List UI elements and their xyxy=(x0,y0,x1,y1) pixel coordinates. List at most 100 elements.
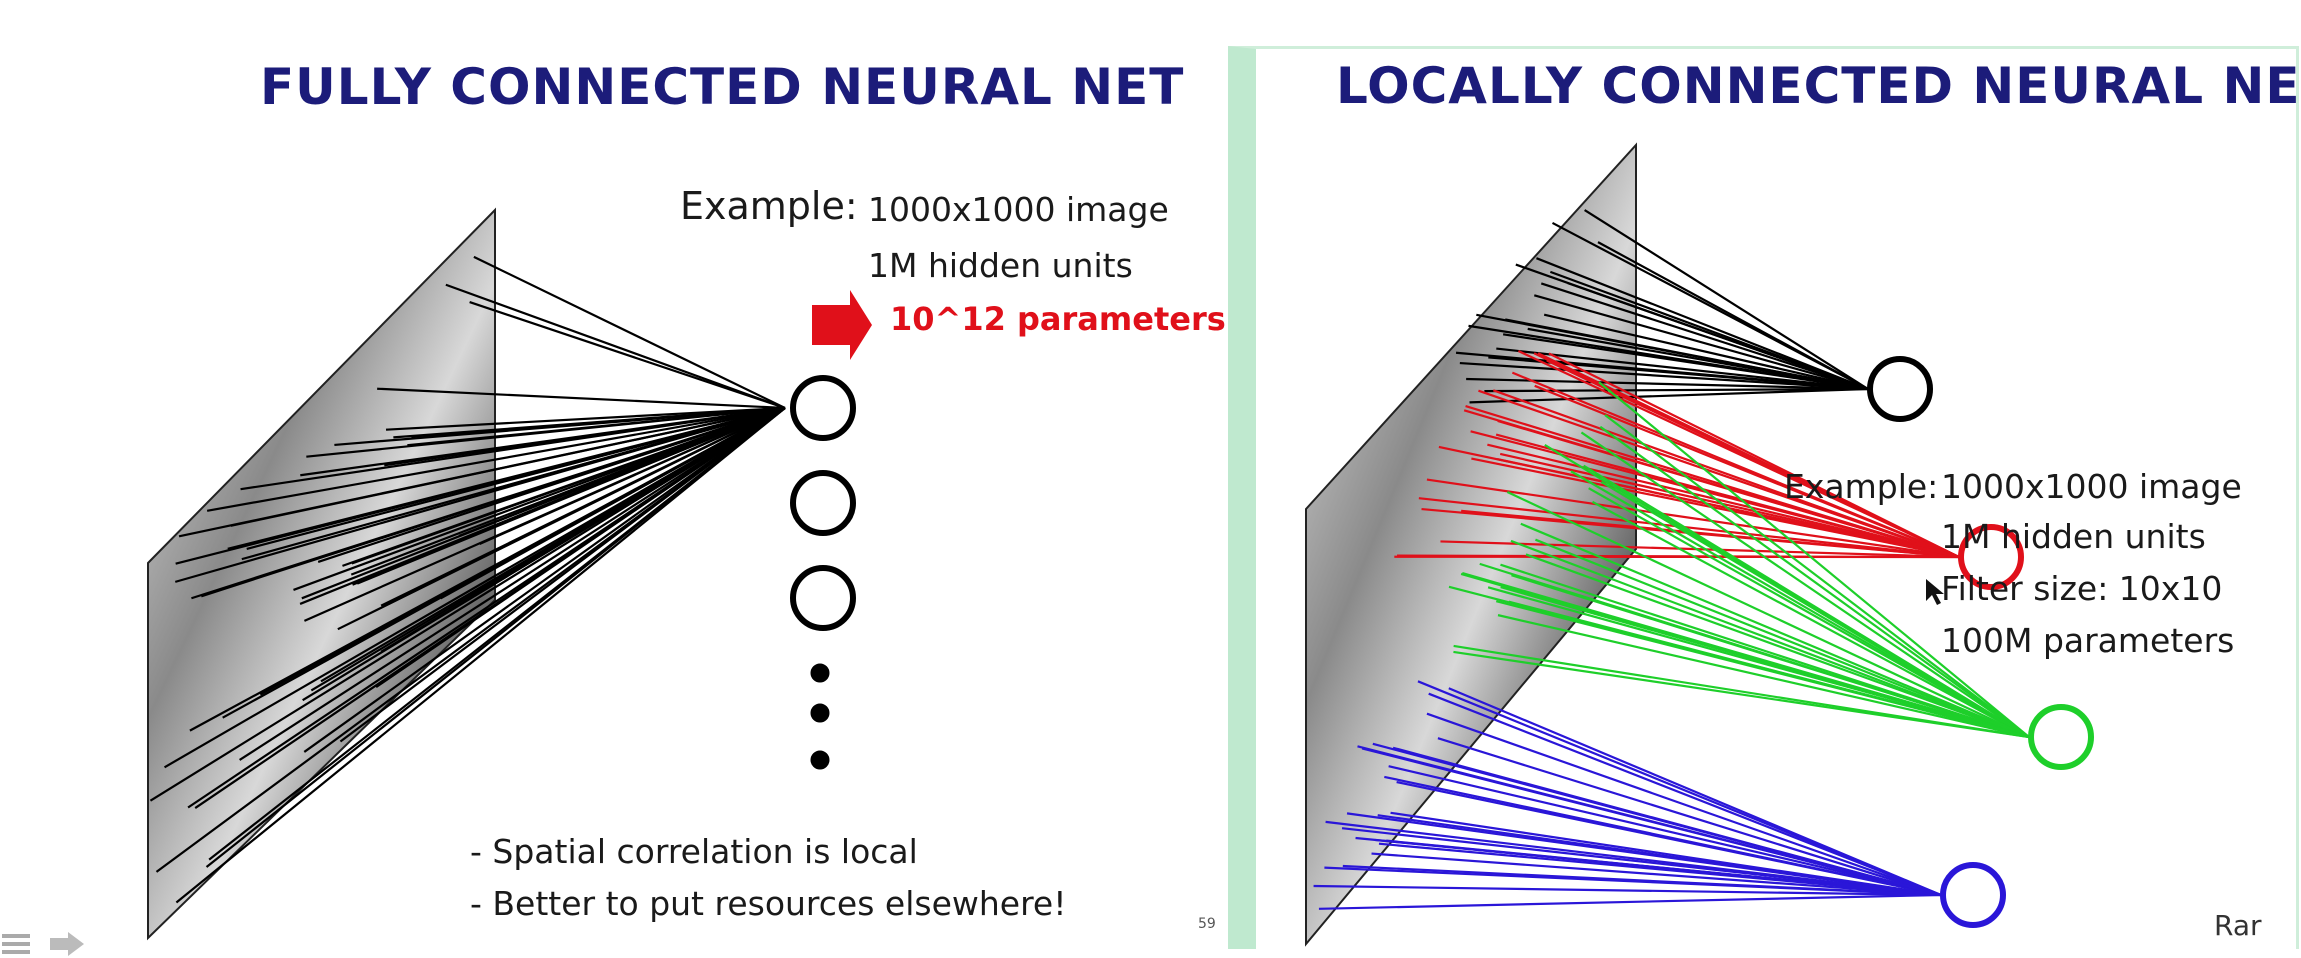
connection-line xyxy=(1580,431,2030,738)
connection-line xyxy=(1598,381,2030,738)
connection-line xyxy=(175,407,786,904)
connection-line xyxy=(241,406,786,561)
connection-line xyxy=(1390,811,1942,897)
connection-line xyxy=(1465,405,1960,559)
connection-line xyxy=(303,407,786,753)
connection-line xyxy=(1487,586,2030,739)
connection-line xyxy=(163,407,786,769)
ellipsis-dot xyxy=(810,663,830,683)
hidden-unit-circle xyxy=(1958,524,2024,590)
connection-line xyxy=(1418,497,1960,559)
connection-line xyxy=(1357,745,1942,897)
connection-line xyxy=(1584,209,1869,390)
connection-line xyxy=(1440,540,1960,559)
connection-line xyxy=(1342,864,1942,897)
ellipsis-dot xyxy=(810,750,830,770)
hidden-units xyxy=(1867,356,2094,928)
connection-line xyxy=(1371,852,1942,897)
connection-line xyxy=(1497,614,2030,739)
example-line-filter: Filter size: 10x10 xyxy=(1941,569,2223,608)
fully-connected-diagram xyxy=(147,207,872,941)
connection-line xyxy=(306,406,786,458)
connection-line xyxy=(1525,553,2030,739)
connection-line xyxy=(1318,893,1942,910)
input-image-plane xyxy=(1305,142,1637,947)
connection-line xyxy=(473,255,786,409)
bullet-resources: - Better to put resources elsewhere! xyxy=(470,884,1067,923)
connection-line xyxy=(1417,680,1942,897)
connection-line xyxy=(1492,389,1960,559)
connection-line xyxy=(1426,478,1960,559)
hidden-unit-circle xyxy=(1940,862,2006,928)
connection-line xyxy=(178,406,786,538)
arrow-icon xyxy=(812,290,872,360)
connection-line xyxy=(385,406,786,431)
connection-line xyxy=(334,406,786,447)
connection-line xyxy=(337,407,786,631)
connection-line xyxy=(351,406,786,565)
connection-line xyxy=(458,406,786,537)
connection-line xyxy=(1428,692,1942,897)
menu-icon[interactable] xyxy=(2,934,30,954)
connection-line xyxy=(1533,294,1869,391)
connection-line xyxy=(1549,270,1869,391)
fully-connected-slide: FULLY CONNECTED NEURAL NET Example: 1000… xyxy=(147,58,1228,941)
connection-line xyxy=(1487,443,1960,559)
connection-line xyxy=(1388,765,1942,897)
connection-line xyxy=(191,406,786,600)
slide-nav-controls[interactable] xyxy=(0,928,90,958)
locally-connected-slide: LOCALLY CONNECTED NEURAL NET Example: 10… xyxy=(1228,46,2299,949)
connection-line xyxy=(1437,737,1942,897)
page-title: FULLY CONNECTED NEURAL NET xyxy=(260,58,1185,116)
connection-line xyxy=(1453,644,2030,739)
example-line-image: 1000x1000 image xyxy=(868,190,1169,229)
connection-line xyxy=(377,387,786,410)
connection-line xyxy=(1546,359,1960,558)
parameter-count-highlight: 10^12 parameters!!! xyxy=(890,300,1228,338)
next-arrow-icon[interactable] xyxy=(50,932,84,956)
connection-line xyxy=(303,406,786,622)
hidden-unit-circle xyxy=(790,375,856,441)
locally-connected-diagram xyxy=(1305,142,2094,947)
connection-line xyxy=(1438,445,1960,559)
connection-line xyxy=(1392,746,1942,897)
connection-line xyxy=(1479,562,2030,739)
hidden-unit-circle xyxy=(1867,356,1933,422)
cursor-icon xyxy=(1926,579,1944,605)
connection-line xyxy=(1510,539,2030,739)
example-line-image: 1000x1000 image xyxy=(1941,467,2242,506)
connection-line xyxy=(469,301,786,410)
hidden-units xyxy=(790,375,856,770)
hidden-unit-circle xyxy=(790,470,856,536)
example-line-units: 1M hidden units xyxy=(868,246,1133,285)
page-title: LOCALLY CONNECTED NEURAL NET xyxy=(1336,57,2299,115)
connection-line xyxy=(1459,361,1869,391)
connection-line xyxy=(227,406,786,550)
local-connection-lines xyxy=(1313,209,2030,910)
footer-text: Rar xyxy=(2214,909,2262,942)
connection-line xyxy=(1426,712,1942,897)
connection-line xyxy=(1544,444,2030,738)
hidden-unit-circle xyxy=(790,565,856,631)
connection-line xyxy=(1341,827,1942,897)
connection-line xyxy=(1591,500,2030,738)
ellipsis-dot xyxy=(810,703,830,723)
connection-line xyxy=(1496,347,1869,391)
bullet-spatial-correlation: - Spatial correlation is local xyxy=(470,832,918,871)
connection-line xyxy=(1570,470,2030,738)
connection-line xyxy=(1551,221,1869,390)
connection-line xyxy=(1495,433,1960,559)
example-label: Example: xyxy=(1784,467,1939,506)
hidden-unit-circle xyxy=(2028,704,2094,770)
connection-line xyxy=(1520,522,2030,739)
connection-line xyxy=(240,406,786,491)
connection-line xyxy=(1599,425,2030,738)
connection-line xyxy=(206,406,786,512)
connection-line xyxy=(445,283,786,410)
connection-line xyxy=(1540,282,1869,391)
connection-line xyxy=(149,407,786,802)
connection-line xyxy=(1536,257,1869,391)
connection-line xyxy=(1462,571,2030,739)
connection-line xyxy=(1535,538,2030,739)
connection-line xyxy=(155,407,786,873)
